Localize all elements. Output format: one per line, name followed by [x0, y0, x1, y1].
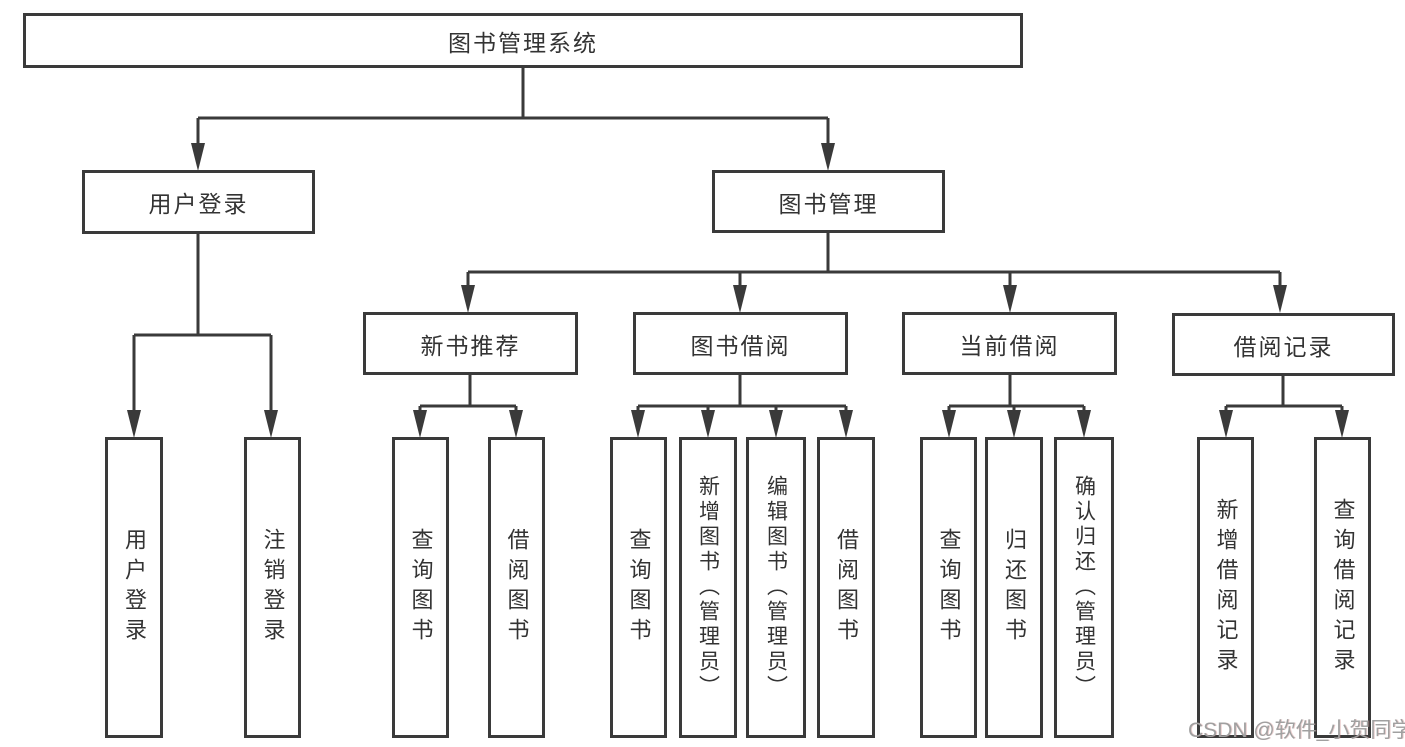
leaf-user-login: 用户登录 — [105, 437, 163, 738]
leaf-label: 查询图书 — [626, 527, 652, 648]
arrowheads — [127, 143, 1349, 438]
leaf-edit-books-admin: 编辑图书（管理员） — [746, 437, 806, 738]
leaf-query-books-recommend: 查询图书 — [392, 437, 449, 738]
leaf-query-borrow-record: 查询借阅记录 — [1314, 437, 1371, 738]
node-label: 用户登录 — [148, 191, 249, 217]
leaf-label: 编辑图书（管理员） — [764, 475, 788, 700]
leaf-borrow-books-recommend: 借阅图书 — [488, 437, 545, 738]
leaf-query-books-current: 查询图书 — [920, 437, 977, 738]
leaf-label: 确认归还（管理员） — [1072, 475, 1096, 700]
node-book-borrowing: 图书借阅 — [633, 312, 848, 375]
leaf-label: 查询借阅记录 — [1330, 497, 1356, 678]
leaf-label: 新增借阅记录 — [1213, 497, 1239, 678]
node-library-management-system: 图书管理系统 — [23, 13, 1023, 68]
node-borrowing-records: 借阅记录 — [1172, 313, 1395, 376]
node-label: 当前借阅 — [959, 332, 1060, 359]
node-new-book-recommendation: 新书推荐 — [363, 312, 578, 375]
leaf-label: 注销登录 — [260, 527, 286, 648]
leaf-confirm-return-admin: 确认归还（管理员） — [1054, 437, 1114, 738]
leaf-label: 归还图书 — [1002, 527, 1027, 648]
leaf-logout: 注销登录 — [244, 437, 301, 738]
node-label: 新书推荐 — [420, 332, 521, 359]
leaf-label: 用户登录 — [122, 527, 147, 648]
node-current-borrowing: 当前借阅 — [902, 312, 1117, 375]
leaf-query-books-borrowing: 查询图书 — [610, 437, 667, 738]
leaf-add-books-admin: 新增图书（管理员） — [679, 437, 737, 738]
leaf-label: 借阅图书 — [504, 527, 530, 648]
leaf-add-borrow-record: 新增借阅记录 — [1197, 437, 1254, 738]
leaf-borrow-books: 借阅图书 — [817, 437, 875, 738]
leaf-label: 借阅图书 — [834, 527, 859, 648]
leaf-label: 新增图书（管理员） — [696, 475, 720, 700]
leaf-label: 查询图书 — [408, 527, 434, 648]
node-book-management: 图书管理 — [712, 170, 945, 233]
csdn-watermark: CSDN @软件_小贺同学 — [1188, 719, 1405, 742]
node-user-login: 用户登录 — [82, 170, 315, 234]
node-label: 图书管理 — [778, 190, 879, 217]
leaf-return-books: 归还图书 — [985, 437, 1043, 738]
node-label: 图书管理系统 — [448, 29, 598, 56]
node-label: 借阅记录 — [1233, 333, 1334, 360]
leaf-label: 查询图书 — [936, 527, 962, 648]
node-label: 图书借阅 — [690, 332, 791, 359]
